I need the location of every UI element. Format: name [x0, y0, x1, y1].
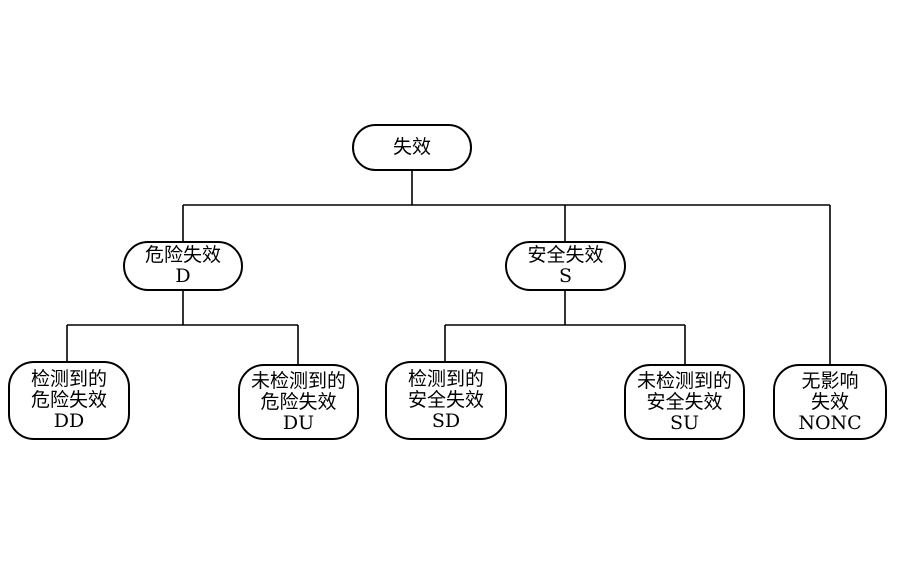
node-label: 检测到的 [30, 368, 107, 390]
node-label: 危险失效 [30, 389, 107, 411]
node-label: 未检测到的 [636, 369, 732, 392]
node-code: SU [669, 411, 700, 434]
node-label: 失效 [810, 390, 849, 413]
node-code: SD [431, 410, 461, 432]
node-label: 安全失效 [407, 389, 484, 411]
node-sd: 检测到的 安全失效 SD [385, 361, 507, 440]
node-label: 检测到的 [407, 368, 484, 390]
node-label: 未检测到的 [250, 369, 346, 392]
node-dangerous-failure: 危险失效 D [123, 241, 243, 291]
node-safe-failure: 安全失效 S [505, 241, 626, 291]
node-code: S [558, 265, 573, 287]
node-label: 安全失效 [527, 244, 604, 266]
node-label: 危险失效 [260, 390, 337, 413]
node-code: DD [53, 410, 85, 432]
node-du: 未检测到的 危险失效 DU [238, 364, 359, 440]
node-code: DU [282, 411, 315, 434]
node-failure-root: 失效 [352, 124, 472, 171]
node-nonc: 无影响 失效 NONC [773, 364, 887, 440]
node-label: 安全失效 [646, 390, 723, 413]
node-dd: 检测到的 危险失效 DD [8, 361, 130, 440]
node-label: 危险失效 [144, 244, 221, 266]
node-su: 未检测到的 安全失效 SU [624, 364, 745, 440]
node-label: 无影响 [801, 369, 859, 392]
node-label: 失效 [392, 136, 431, 158]
node-code: D [175, 265, 191, 287]
node-code: NONC [798, 411, 862, 434]
